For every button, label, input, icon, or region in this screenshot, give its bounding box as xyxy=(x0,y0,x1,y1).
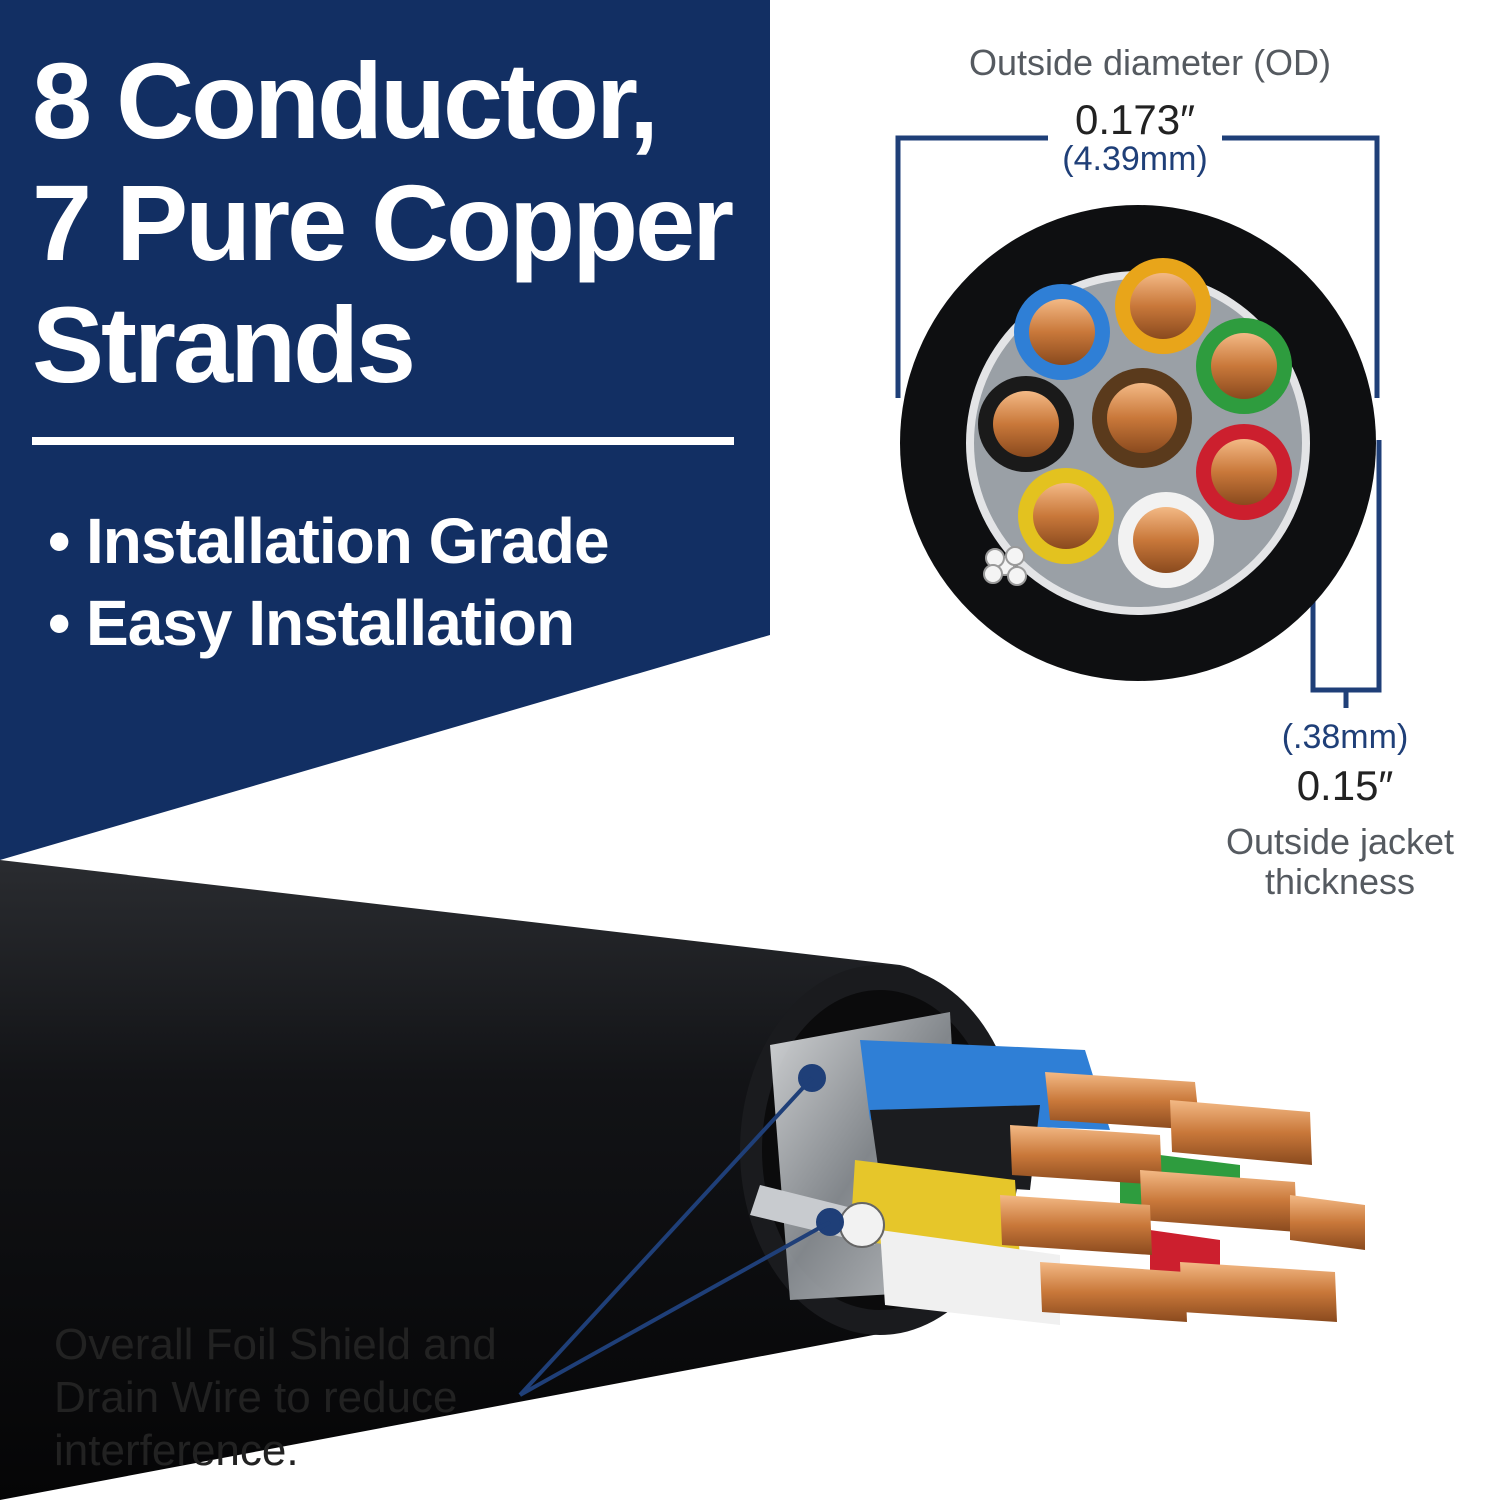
od-mm-value: (4.39mm) xyxy=(1062,140,1208,178)
jacket-mm-value: (.38mm) xyxy=(1281,718,1409,756)
banner-divider xyxy=(32,437,734,445)
jacket-title: Outside jacket thickness xyxy=(1225,821,1455,902)
od-inch-value: 0.173″ xyxy=(1075,96,1195,143)
foil-shield-note: Overall Foil Shield and Drain Wire to re… xyxy=(54,1320,497,1475)
headline-line: 8 Conductor, xyxy=(32,40,659,161)
headline: 8 Conductor, 7 Pure Copper Strands xyxy=(32,40,734,406)
conductor-wires xyxy=(850,1040,1365,1325)
copper-bundle xyxy=(993,273,1277,573)
headline-line: Strands xyxy=(32,284,416,405)
callout-pointer xyxy=(518,1064,844,1397)
drain-wire-section xyxy=(983,546,1027,586)
headline-line: 7 Pure Copper xyxy=(32,162,734,283)
feature-list: Installation Grade Easy Installation xyxy=(48,500,610,664)
od-title: Outside diameter (OD) xyxy=(968,42,1332,83)
drain-wire-icon xyxy=(750,1185,885,1248)
feature-item: Installation Grade xyxy=(48,500,610,582)
feature-item: Easy Installation xyxy=(48,582,609,664)
jacket-inch-value: 0.15″ xyxy=(1296,762,1394,809)
